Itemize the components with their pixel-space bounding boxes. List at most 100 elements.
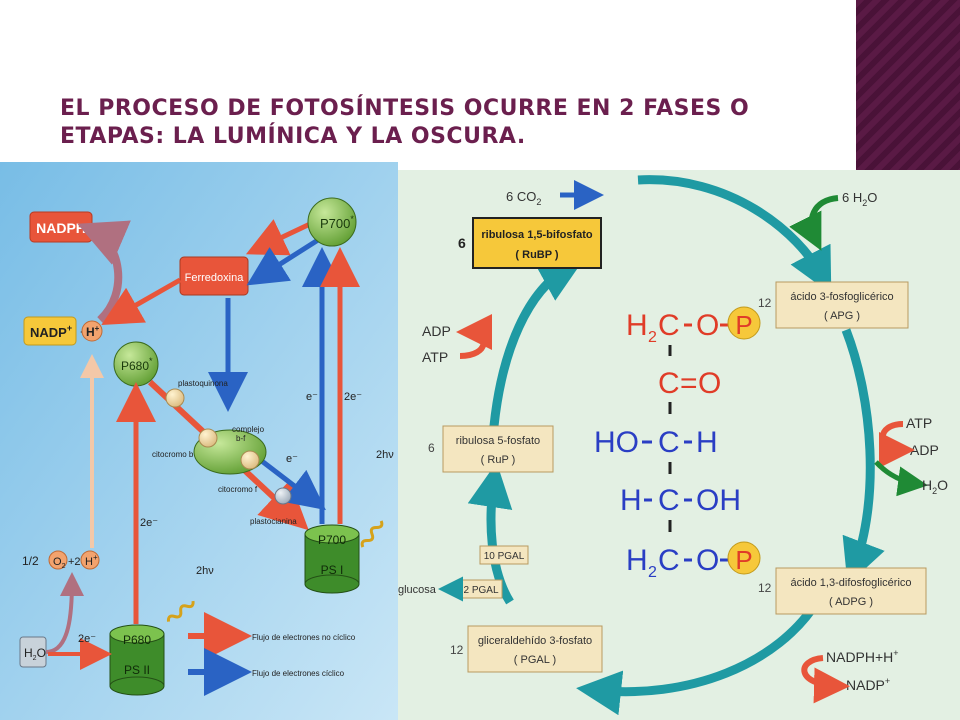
nadp-label: NADP xyxy=(30,325,67,340)
nadph-right: NADPH+H+ xyxy=(826,648,899,665)
apg-name: ácido 3-fosfoglicérico xyxy=(790,291,893,303)
h2o-in-label: 6 H2O xyxy=(842,190,877,208)
apg-count: 12 xyxy=(758,296,772,310)
ps1-label: PS I xyxy=(321,563,344,577)
rup-name: ribulosa 5-fosfato xyxy=(456,435,540,447)
plastocianina-ball xyxy=(274,487,292,505)
adp-right: ADP xyxy=(910,442,939,458)
svg-text:2: 2 xyxy=(648,564,657,581)
svg-text:2 PGAL: 2 PGAL xyxy=(463,585,498,596)
p700-excited: P700* xyxy=(307,197,357,247)
p680-label: P680 xyxy=(123,633,151,647)
2e-label-2: 2e⁻ xyxy=(140,517,158,529)
adp-left: ADP xyxy=(422,323,451,339)
adpg-count: 12 xyxy=(758,581,772,595)
2e-label-1: 2e⁻ xyxy=(344,391,362,403)
svg-text:HO: HO xyxy=(594,426,639,459)
p700-label: P700 xyxy=(318,533,346,547)
svg-text:H+: H+ xyxy=(86,324,100,339)
legend-noncyclic: Flujo de electrones no cíclico xyxy=(252,633,356,642)
nadp-group: NADP+ + H+ xyxy=(23,316,103,346)
svg-text:P: P xyxy=(735,545,752,575)
plastoquinona-ball xyxy=(165,388,185,408)
svg-text:C: C xyxy=(658,426,680,459)
svg-text:10 PGAL: 10 PGAL xyxy=(484,551,525,562)
svg-text:NADP+: NADP+ xyxy=(30,323,72,340)
svg-text:C: C xyxy=(658,544,680,577)
h2o-box: H2O xyxy=(19,636,47,668)
svg-text:H2O: H2O xyxy=(24,646,46,662)
atp-left: ATP xyxy=(422,349,448,365)
svg-text:P680*: P680* xyxy=(121,356,153,373)
e-label: e⁻ xyxy=(306,391,318,403)
plastoquinona-label: plastoquinona xyxy=(178,379,228,388)
rubp-abbr: ( RuBP ) xyxy=(515,249,559,261)
apg-box: ácido 3-fosfoglicérico ( APG ) xyxy=(775,281,909,329)
ferredoxina-box: Ferredoxina xyxy=(179,256,249,296)
svg-text:2: 2 xyxy=(648,329,657,346)
e-label-chain: e⁻ xyxy=(286,453,298,465)
ten-pgal-box: 10 PGAL xyxy=(479,545,529,565)
rubp-count: 6 xyxy=(458,235,466,251)
pgal-count: 12 xyxy=(450,643,464,657)
legend-cyclic: Flujo de electrones cíclico xyxy=(252,669,345,678)
two-pgal-box: 2 PGAL xyxy=(459,579,503,599)
svg-text:P700*: P700* xyxy=(320,214,354,231)
adpg-box: ácido 1,3-difosfoglicérico ( ADPG ) xyxy=(775,567,927,615)
svg-text:H: H xyxy=(696,426,718,459)
hv-label-1: 2hν xyxy=(376,449,394,461)
svg-text:1/2: 1/2 xyxy=(22,554,39,568)
svg-text:C: C xyxy=(658,484,680,517)
svg-text:P: P xyxy=(735,310,752,340)
rup-abbr: ( RuP ) xyxy=(481,454,516,466)
rup-count: 6 xyxy=(428,441,435,455)
complejo-label-2: b-f xyxy=(236,434,246,443)
svg-text:H+: H+ xyxy=(85,553,98,568)
svg-text:H: H xyxy=(626,544,648,577)
slide-title: El proceso de fotosíntesis ocurre en 2 f… xyxy=(60,96,750,149)
nadp-right: NADP+ xyxy=(846,676,890,693)
citocromo-f-label: citocromo f xyxy=(218,485,258,494)
ferredoxina-label: Ferredoxina xyxy=(185,272,245,284)
svg-text:O: O xyxy=(696,309,719,342)
adpg-name: ácido 1,3-difosfoglicérico xyxy=(790,577,911,589)
svg-text:O2: O2 xyxy=(53,556,66,570)
ps2-label: PS II xyxy=(124,663,150,677)
pgal-box: gliceraldehído 3-fosfato ( PGAL ) xyxy=(467,625,603,673)
apg-abbr: ( APG ) xyxy=(824,310,860,322)
svg-text:OH: OH xyxy=(696,484,741,517)
svg-text:C: C xyxy=(658,367,680,400)
corner-decoration xyxy=(856,0,960,170)
co2-label: 6 CO2 xyxy=(506,189,541,207)
plastocianina-label: plastocianina xyxy=(250,517,297,526)
svg-text:O: O xyxy=(696,544,719,577)
atp-right: ATP xyxy=(906,415,932,431)
nadph-box: NADPH xyxy=(29,211,93,243)
svg-text:H: H xyxy=(620,484,642,517)
svg-text:+2: +2 xyxy=(68,556,81,568)
h-ion-label: H xyxy=(86,325,95,339)
adpg-abbr: ( ADPG ) xyxy=(829,596,873,608)
calvin-cycle-diagram: 6 CO2 6 H2O 6 ribulosa 1,5-bifosfato ( R… xyxy=(398,170,960,720)
svg-text:H: H xyxy=(626,309,648,342)
photosystem-2: P680 PS II xyxy=(109,624,165,696)
complejo-label: complejo xyxy=(232,425,265,434)
hv-label-2: 2hν xyxy=(196,565,214,577)
water-split-products: 1/2 O2 +2 H+ xyxy=(22,550,100,570)
svg-text:O: O xyxy=(698,367,721,400)
pgal-abbr: ( PGAL ) xyxy=(514,654,556,666)
svg-text:C: C xyxy=(658,309,680,342)
p680-excited: P680* xyxy=(113,341,159,387)
light-reactions-diagram: NADPH NADP+ + H+ Ferredoxina P700* P680*… xyxy=(0,162,398,720)
2e-label-3: 2e⁻ xyxy=(78,633,96,645)
citocromo-b-label: citocromo b xyxy=(152,450,194,459)
nadph-label: NADPH xyxy=(36,220,86,236)
h2o-out-label: H2O xyxy=(922,477,948,496)
rubp-name: ribulosa 1,5-bifosfato xyxy=(481,229,593,241)
rubp-molecule: H 2 C O P C = O HO C H H C OH H 2 C O P xyxy=(594,306,761,581)
pgal-name: gliceraldehído 3-fosfato xyxy=(478,635,592,647)
svg-text:=: = xyxy=(680,367,698,400)
rubp-box: ribulosa 1,5-bifosfato ( RuBP ) xyxy=(472,217,602,269)
glucosa-label: glucosa xyxy=(398,584,437,596)
rup-box: ribulosa 5-fosfato ( RuP ) xyxy=(442,425,554,473)
